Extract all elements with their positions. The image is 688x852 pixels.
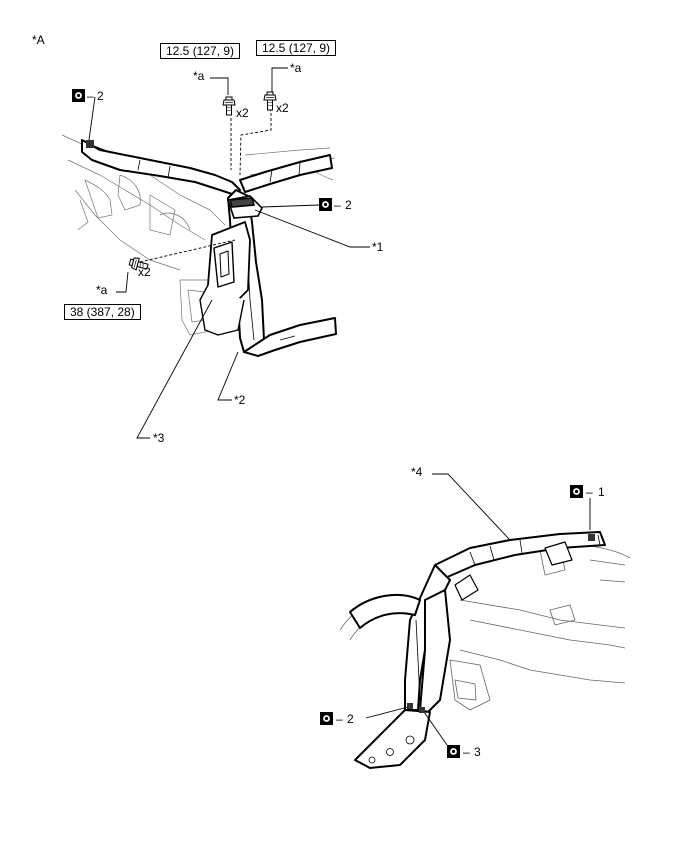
torque-spec-lower: 38 (387, 28) xyxy=(64,304,141,320)
bolt-icon xyxy=(263,91,277,111)
weld-dash: – xyxy=(87,89,94,103)
weld-point-icon xyxy=(570,485,583,498)
bolt-quantity: x2 xyxy=(276,101,289,115)
bolt-mark-a: *a xyxy=(290,61,302,75)
weld-dash: – xyxy=(334,198,341,212)
weld-count: 2 xyxy=(347,712,354,726)
weld-dash: – xyxy=(586,485,593,499)
weld-count: 2 xyxy=(345,198,352,212)
mount-plate xyxy=(199,221,251,336)
callout-3: *3 xyxy=(153,431,165,445)
weld-count: 3 xyxy=(474,745,481,759)
callout-2: *2 xyxy=(234,393,246,407)
weld-point-icon xyxy=(320,712,333,725)
lower-callout-leaders xyxy=(365,473,591,746)
bolt-quantity: x2 xyxy=(138,265,151,279)
callout-1: *1 xyxy=(372,240,384,254)
callout-leaders xyxy=(88,67,370,439)
joint-bracket xyxy=(226,195,263,219)
upper-support-bar xyxy=(81,139,333,196)
weld-spot xyxy=(407,703,413,709)
weld-point-icon xyxy=(319,198,332,211)
bolt-icon xyxy=(222,96,236,116)
weld-dash: – xyxy=(336,712,343,726)
lower-support-assembly xyxy=(349,531,606,769)
weld-dash: – xyxy=(463,745,470,759)
callout-4: *4 xyxy=(411,465,423,479)
bolt-mark-a: *a xyxy=(193,69,205,83)
weld-point-icon xyxy=(447,745,460,758)
lower-detail-lines xyxy=(368,534,601,764)
torque-spec-right: 12.5 (127, 9) xyxy=(256,40,337,56)
view-label: *A xyxy=(32,33,45,47)
weld-count: 2 xyxy=(97,89,104,103)
weld-spot xyxy=(588,534,595,541)
bolt-mark-a: *a xyxy=(96,283,108,297)
torque-spec-left: 12.5 (127, 9) xyxy=(160,43,241,59)
bolt-quantity: x2 xyxy=(236,106,249,120)
lower-background xyxy=(339,544,631,711)
weld-point-icon xyxy=(72,89,85,102)
bolt-guide-lines xyxy=(139,108,272,263)
weld-spot xyxy=(419,707,425,713)
weld-spot xyxy=(86,140,94,148)
weld-count: 1 xyxy=(598,485,605,499)
